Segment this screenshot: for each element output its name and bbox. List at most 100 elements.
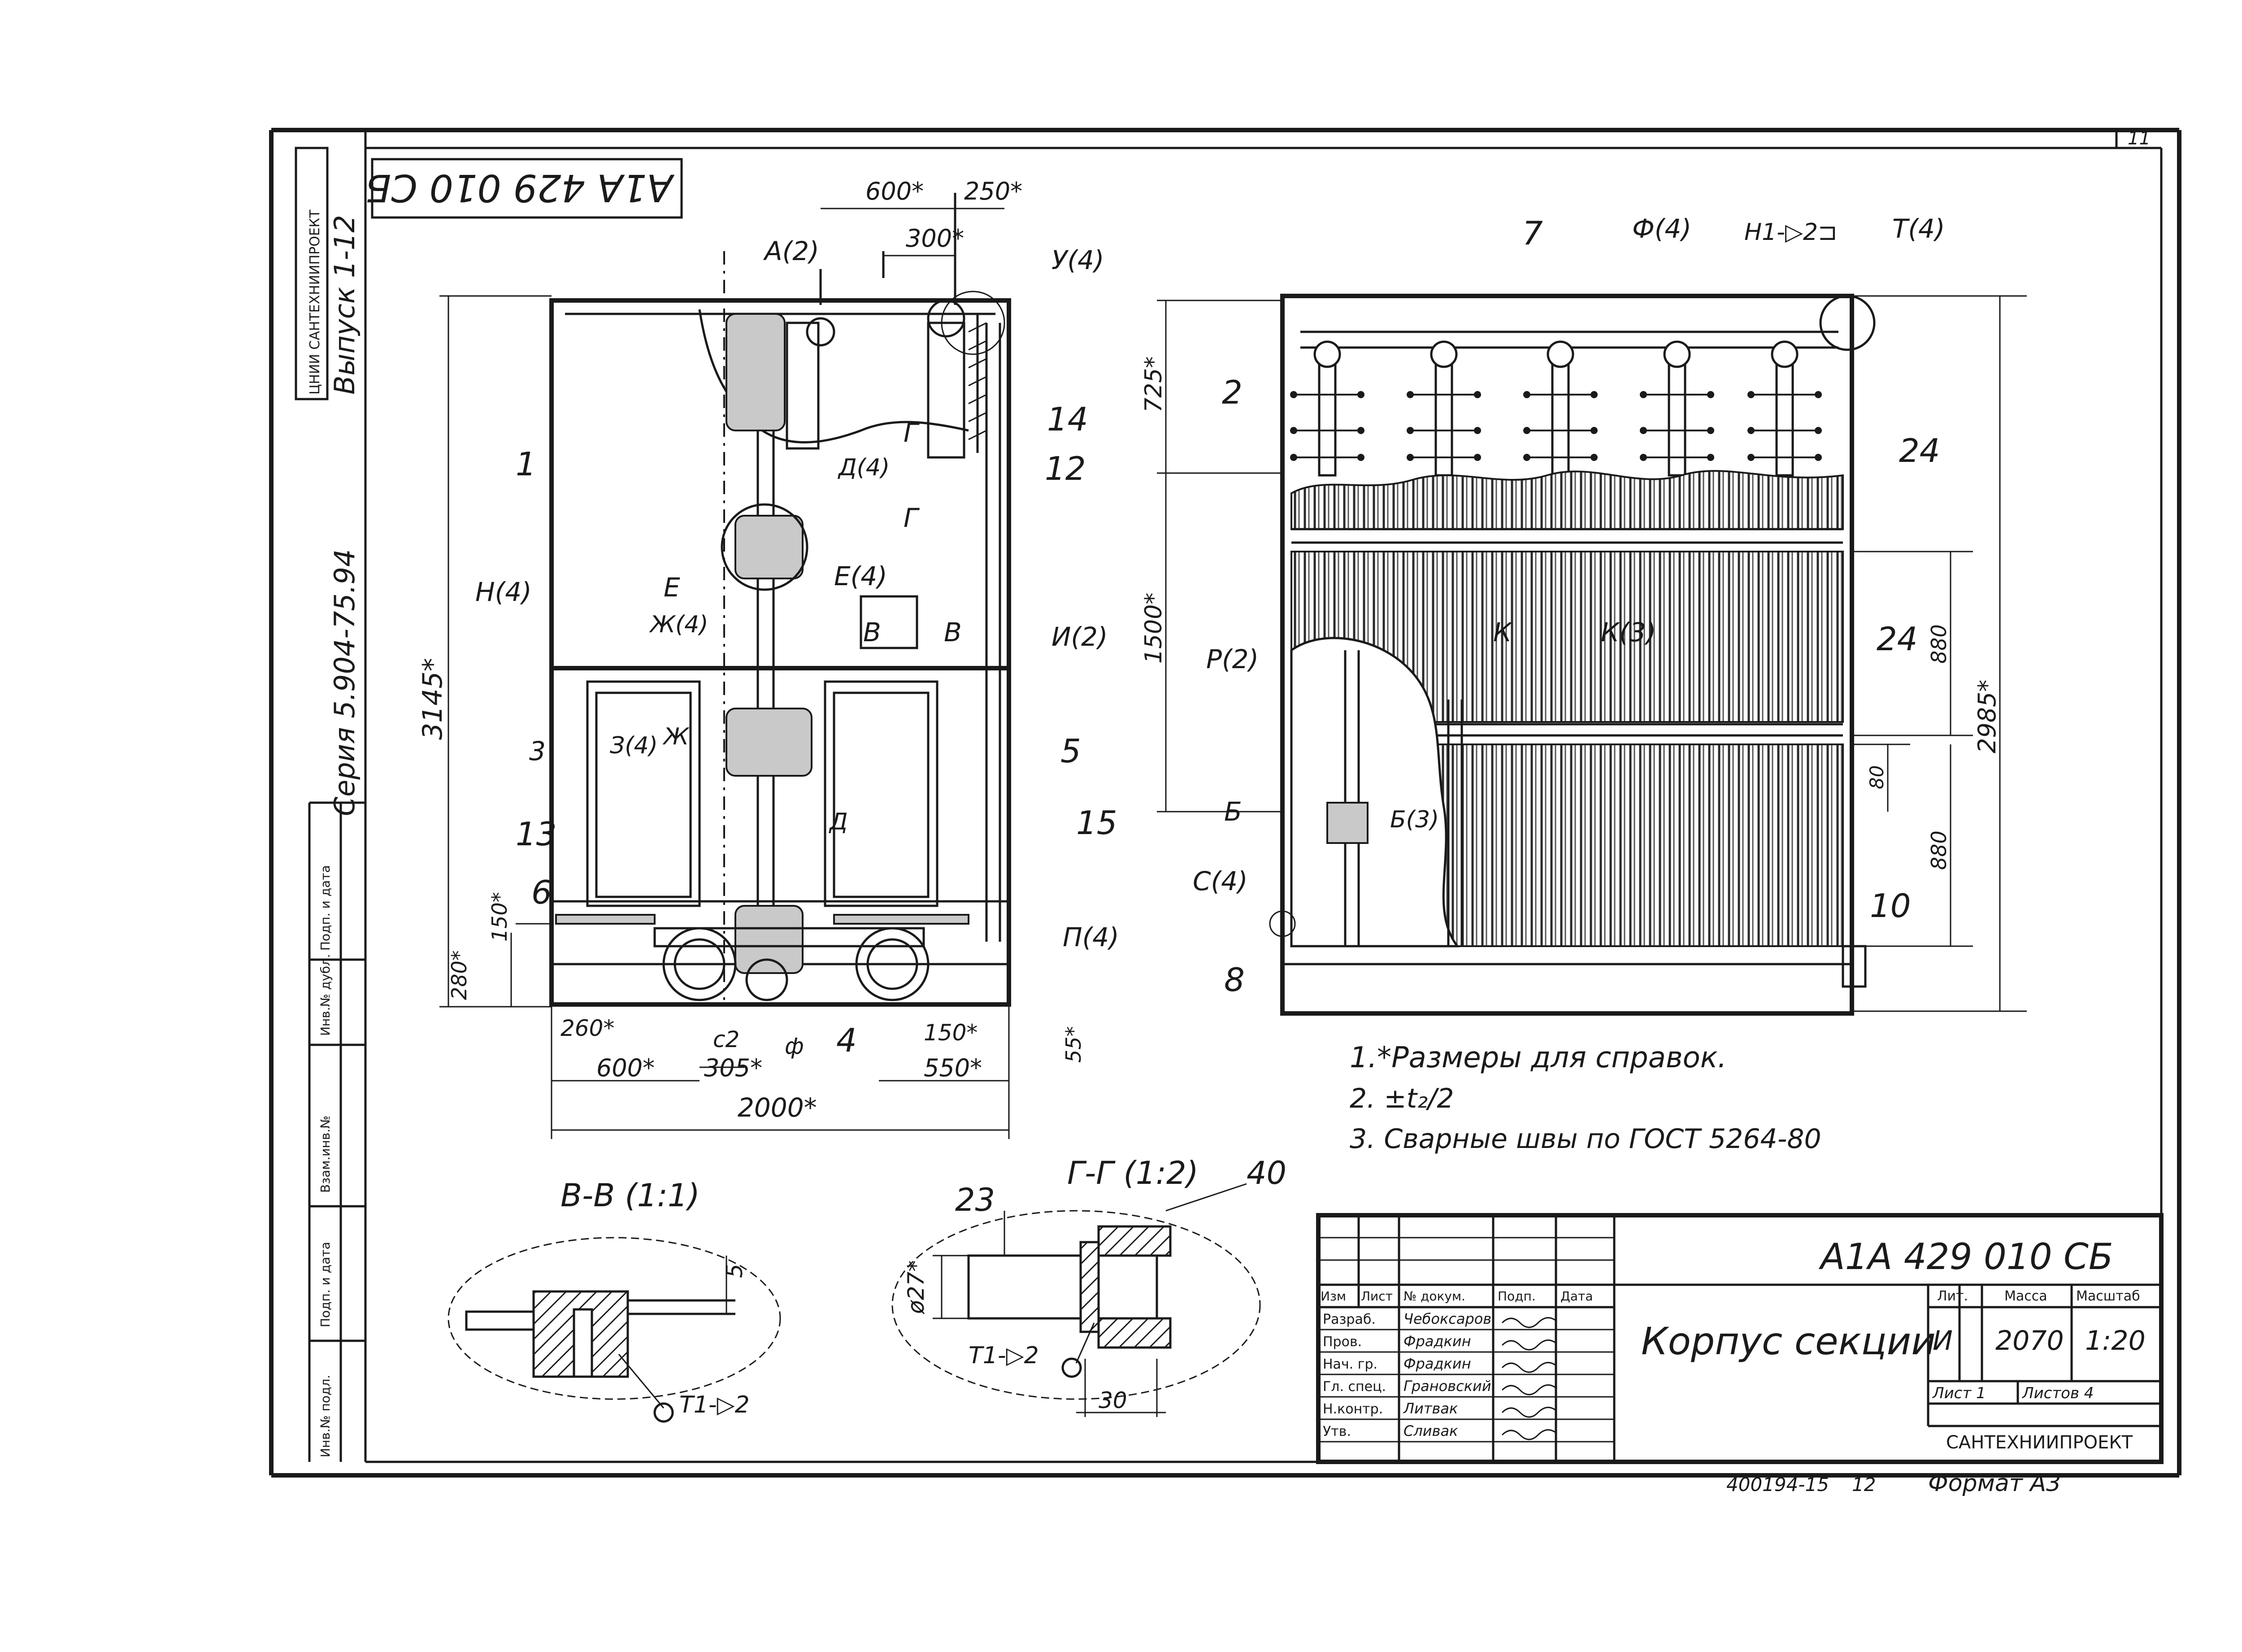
label-S4: С(4) <box>1193 866 1248 896</box>
dim-600-top: 600* <box>865 177 924 205</box>
tb-lit-label: Лит. <box>1937 1288 1968 1304</box>
tb-scale-value: 1:20 <box>2085 1325 2146 1356</box>
title-name: Корпус секции <box>1641 1319 1936 1363</box>
side-org-label: ЦНИИ САНТЕХНИИПРОЕКТ <box>307 209 323 395</box>
label-U4: У(4) <box>1051 245 1104 275</box>
footer-inv: 400194-15 <box>1726 1474 1829 1495</box>
tb-mass-value: 2070 <box>1995 1325 2064 1356</box>
tb-row-4-name: Литвак <box>1403 1400 1458 1417</box>
part-10: 10 <box>1870 887 1911 925</box>
tb-header-4: Дата <box>1560 1289 1593 1304</box>
note-3: 3. Сварные швы по ГОСТ 5264-80 <box>1350 1123 1821 1155</box>
section-gg-weld: Т1-▷2 <box>969 1342 1039 1369</box>
front-dims <box>439 208 1010 1139</box>
part-5: 5 <box>1060 732 1081 770</box>
part-1: 1 <box>516 445 536 483</box>
dim-880-a: 880 <box>1927 624 1951 664</box>
label-B3: Б(3) <box>1390 806 1439 833</box>
tb-sheet-label: Лист 1 <box>1932 1384 1986 1402</box>
footer-page: 12 <box>1852 1474 1876 1495</box>
label-Z4: З(4) <box>610 732 658 759</box>
label-K: К <box>1493 617 1513 648</box>
dim-1500: 1500* <box>1140 593 1167 664</box>
note-1: 1.*Размеры для справок. <box>1350 1041 1727 1074</box>
section-gg-part-40: 40 <box>1247 1155 1286 1191</box>
title-code: А1А 429 010 СБ <box>1818 1236 2113 1278</box>
sheet-number: 11 <box>2128 128 2151 149</box>
strip-field-1: Подп. и дата <box>318 1242 333 1327</box>
dim-600: 600* <box>596 1054 655 1082</box>
side-view <box>1269 294 1876 1016</box>
label-P4: П(4) <box>1063 922 1119 952</box>
distribution-pipe <box>1640 340 1714 477</box>
tb-row-4-role: Н.контр. <box>1323 1401 1383 1417</box>
label-G2: Г <box>904 503 920 533</box>
label-Zh4: Ж(4) <box>649 611 708 638</box>
part-24-a: 24 <box>1899 432 1940 470</box>
section-vv-title: В-В (1:1) <box>560 1177 700 1214</box>
part-15: 15 <box>1076 804 1117 842</box>
section-gg-title: Г-Г (1:2) <box>1067 1155 1199 1191</box>
tb-row-0-name: Чебоксаров <box>1403 1310 1491 1327</box>
dim-150-b: 150* <box>924 1020 978 1046</box>
title-block <box>1316 1213 2164 1464</box>
tb-mass-label: Масса <box>2004 1288 2047 1304</box>
strip-field-3: Инв.№ дубл. <box>318 954 333 1036</box>
distribution-pipe <box>1523 340 1598 477</box>
label-D4: Д(4) <box>838 454 890 481</box>
strip-field-2: Взам.инв.№ <box>318 1116 333 1193</box>
label-D: Д <box>829 809 848 835</box>
section-gg-dim-30: 30 <box>1099 1387 1127 1413</box>
tb-header-0: Изм <box>1321 1289 1346 1304</box>
section-vv-dim-5: 5 <box>721 1264 747 1278</box>
tb-row-3-role: Гл. спец. <box>1323 1379 1386 1395</box>
label-F4: Ф(4) <box>1632 213 1691 244</box>
label-N4: Н(4) <box>475 577 532 607</box>
label-3: 3 <box>529 736 546 766</box>
label-V: В <box>863 617 881 648</box>
label-V2: В <box>944 617 962 648</box>
dim-80: 80 <box>1866 765 1888 789</box>
label-I2: И(2) <box>1051 622 1108 652</box>
tb-row-1-name: Фрадкин <box>1403 1333 1471 1350</box>
dim-260: 260* <box>560 1015 614 1041</box>
dim-280: 280* <box>447 950 471 1000</box>
dim-880-b: 880 <box>1927 830 1951 870</box>
drawing-code-rotated: А1А 429 010 СБ <box>365 166 675 210</box>
dim-150: 150* <box>487 892 512 942</box>
tb-row-5-name: Сливак <box>1403 1422 1458 1439</box>
dim-550: 550* <box>924 1054 982 1082</box>
series-label: Серия 5.904-75.94 <box>328 549 361 816</box>
tb-scale-label: Масштаб <box>2076 1288 2140 1304</box>
part-13: 13 <box>516 815 557 853</box>
tb-row-5-role: Утв. <box>1323 1424 1351 1439</box>
part-14: 14 <box>1047 400 1088 438</box>
dim-725: 725* <box>1140 356 1167 413</box>
part-8: 8 <box>1224 961 1245 999</box>
dim-250-top: 250* <box>964 177 1022 205</box>
dim-305: 305* <box>704 1054 762 1082</box>
label-G: Г <box>904 417 920 448</box>
dim-2985: 2985* <box>1973 680 2001 753</box>
part-7: 7 <box>1522 214 1543 252</box>
tb-lit-value: И <box>1933 1325 1953 1356</box>
tb-header-3: Подп. <box>1498 1289 1536 1304</box>
tb-row-2-name: Фрадкин <box>1403 1355 1471 1372</box>
dim-2000: 2000* <box>738 1092 817 1123</box>
label-E: Е <box>664 572 680 603</box>
dim-c2: с2 <box>713 1026 739 1052</box>
part-24-b: 24 <box>1877 620 1918 658</box>
label-E4: Е(4) <box>834 561 887 591</box>
tb-header-2: № докум. <box>1403 1289 1465 1304</box>
issue-label: Выпуск 1-12 <box>328 215 361 395</box>
section-vv-weld: Т1-▷2 <box>679 1391 750 1418</box>
note-2: 2. ±t₂/2 <box>1350 1083 1454 1114</box>
sheet-frame <box>269 128 2181 1478</box>
part-12: 12 <box>1045 450 1086 487</box>
section-gg-dia: ø27* <box>903 1261 929 1314</box>
dim-300: 300* <box>906 224 964 252</box>
label-P2: Р(2) <box>1206 644 1259 674</box>
strip-field-0: Инв.№ подл. <box>318 1375 333 1457</box>
tb-row-3-name: Грановский <box>1403 1378 1491 1395</box>
